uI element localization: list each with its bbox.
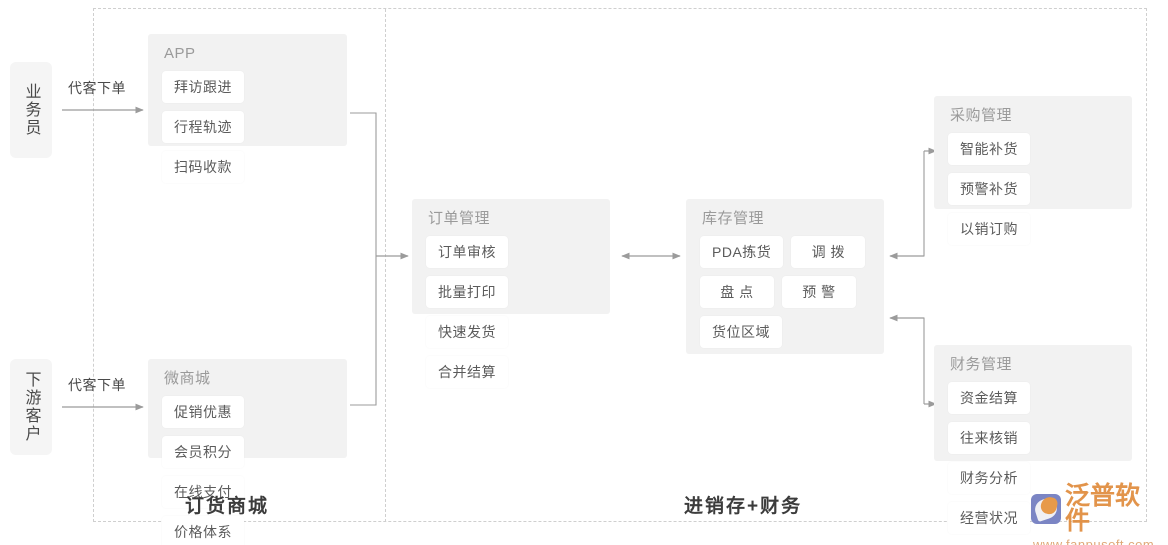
chip-purchase-0[interactable]: 智能补货 [948, 133, 1030, 165]
chip-order-0[interactable]: 订单审核 [426, 236, 508, 268]
panel-finance-management-title: 财务管理 [950, 356, 1013, 373]
zone-divider [385, 9, 386, 522]
actor-downstream-customer[interactable]: 下游客户 [10, 359, 52, 455]
chip-mall-3[interactable]: 价格体系 [162, 516, 244, 545]
edge-label-customer: 代客下单 [68, 377, 126, 393]
chip-purchase-1[interactable]: 预警补货 [948, 173, 1030, 205]
chip-finance-2[interactable]: 财务分析 [948, 462, 1030, 494]
actor-salesperson-label: 业务员 [22, 83, 40, 137]
panel-order-management-title: 订单管理 [428, 210, 491, 227]
panel-purchase-management-title: 采购管理 [950, 107, 1013, 124]
chip-finance-3[interactable]: 经营状况 [948, 502, 1030, 534]
chip-inventory-2[interactable]: 盘 点 [700, 276, 774, 308]
diagram-outer-boundary [93, 8, 1147, 522]
watermark-brand: 泛普软件 [1065, 482, 1141, 535]
panel-purchase-management[interactable]: 采购管理 智能补货 预警补货 以销订购 [934, 96, 1132, 245]
watermark-row: 泛普软件 [1031, 484, 1163, 534]
panel-wechat-mall[interactable]: 微商城 促销优惠 会员积分 在线支付 价格体系 [148, 359, 347, 545]
panel-inventory-management[interactable]: 库存管理 PDA拣货 调 拨 盘 点 预 警 货位区域 [686, 199, 884, 354]
watermark-url: www.fanpusoft.com [1033, 537, 1155, 545]
chip-mall-2[interactable]: 在线支付 [162, 476, 244, 508]
panel-wechat-mall-chips: 促销优惠 会员积分 在线支付 价格体系 [162, 396, 333, 545]
panel-purchase-management-chips: 智能补货 预警补货 以销订购 [948, 133, 1118, 245]
chip-purchase-2[interactable]: 以销订购 [948, 213, 1030, 245]
chip-finance-1[interactable]: 往来核销 [948, 422, 1030, 454]
panel-inventory-management-chips: PDA拣货 调 拨 盘 点 预 警 货位区域 [700, 236, 870, 348]
chip-order-1[interactable]: 批量打印 [426, 276, 508, 308]
panel-app-title: APP [164, 45, 196, 62]
chip-mall-1[interactable]: 会员积分 [162, 436, 244, 468]
zone-caption-erp-finance: 进销存+财务 [684, 496, 803, 517]
panel-wechat-mall-title: 微商城 [164, 370, 211, 387]
actor-salesperson[interactable]: 业务员 [10, 62, 52, 158]
panel-app-chips: 拜访跟进 行程轨迹 扫码收款 [162, 71, 333, 183]
panel-order-management[interactable]: 订单管理 订单审核 批量打印 快速发货 合并结算 [412, 199, 610, 388]
chip-finance-0[interactable]: 资金结算 [948, 382, 1030, 414]
edge-label-salesperson: 代客下单 [68, 80, 126, 96]
chip-app-1[interactable]: 行程轨迹 [162, 111, 244, 143]
zone-caption-order-mall: 订货商城 [185, 496, 270, 517]
watermark: 泛普软件 www.fanpusoft.com [1031, 484, 1163, 545]
chip-app-2[interactable]: 扫码收款 [162, 151, 244, 183]
chip-inventory-0[interactable]: PDA拣货 [700, 236, 784, 268]
panel-finance-management[interactable]: 财务管理 资金结算 往来核销 财务分析 经营状况 [934, 345, 1132, 534]
fanpu-logo-icon [1031, 494, 1061, 524]
actor-downstream-customer-label: 下游客户 [22, 371, 40, 443]
panel-finance-management-chips: 资金结算 往来核销 财务分析 经营状况 [948, 382, 1118, 534]
chip-mall-0[interactable]: 促销优惠 [162, 396, 244, 428]
panel-app[interactable]: APP 拜访跟进 行程轨迹 扫码收款 [148, 34, 347, 183]
chip-app-0[interactable]: 拜访跟进 [162, 71, 244, 103]
chip-inventory-4[interactable]: 货位区域 [700, 316, 782, 348]
panel-order-management-chips: 订单审核 批量打印 快速发货 合并结算 [426, 236, 596, 388]
chip-order-3[interactable]: 合并结算 [426, 356, 508, 388]
panel-inventory-management-title: 库存管理 [702, 210, 765, 227]
chip-inventory-3[interactable]: 预 警 [782, 276, 856, 308]
chip-inventory-1[interactable]: 调 拨 [791, 236, 866, 268]
chip-order-2[interactable]: 快速发货 [426, 316, 508, 348]
